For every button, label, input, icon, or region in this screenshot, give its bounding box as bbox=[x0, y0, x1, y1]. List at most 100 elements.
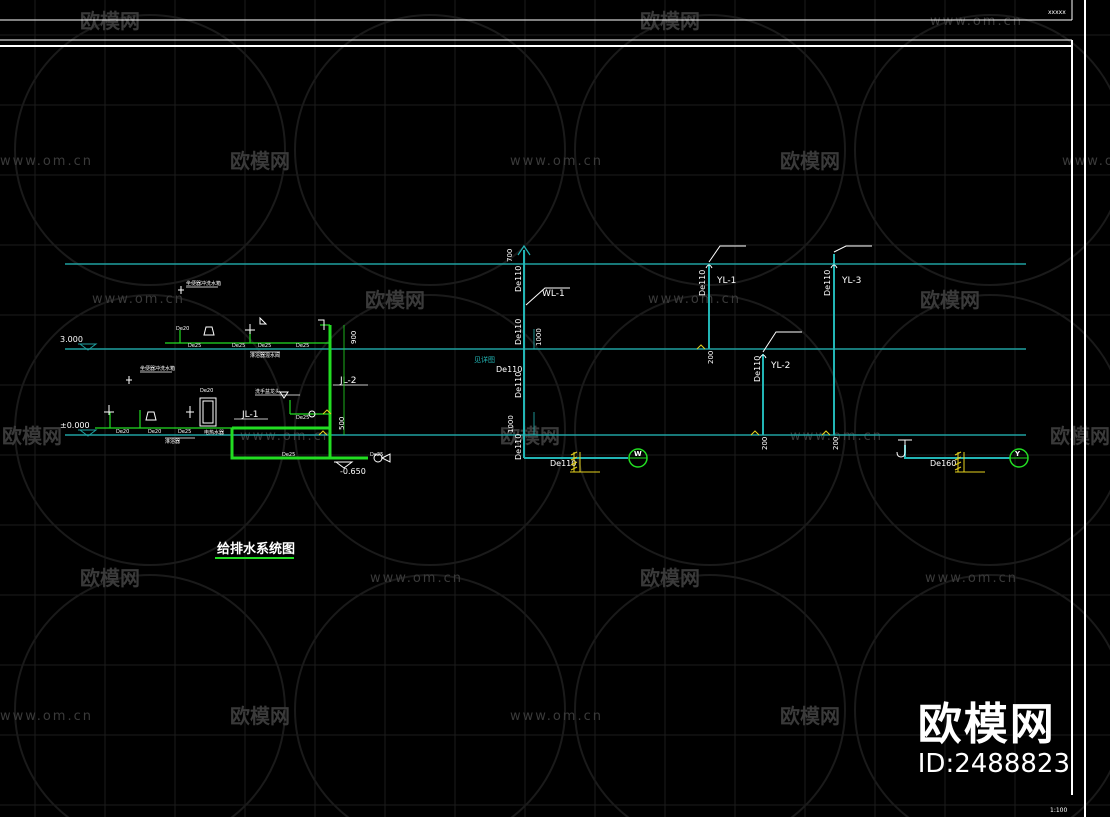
riser-hooks bbox=[525, 245, 872, 359]
riser-label-yl3: YL-3 bbox=[841, 276, 861, 286]
level-value-upper: 3.000 bbox=[60, 335, 83, 344]
riser-size-yl2: De110 bbox=[753, 356, 762, 382]
watermark-text: 欧模网 bbox=[230, 149, 290, 173]
watermark-text: 欧模网 bbox=[80, 566, 140, 590]
dim-label: 1000 bbox=[507, 415, 515, 433]
shower-icon bbox=[259, 316, 268, 325]
vent-cap-icon bbox=[517, 244, 531, 256]
outlet-w: W bbox=[628, 448, 648, 468]
watermark-url: www.om.cn bbox=[648, 292, 741, 307]
level-value-ground: ±0.000 bbox=[60, 421, 90, 430]
watermark-text: 欧模网 bbox=[230, 704, 290, 728]
outlet-w-label: W bbox=[634, 450, 642, 458]
pipe-size-label: De25 bbox=[188, 343, 201, 349]
level-mark-upper: 3.000 bbox=[60, 335, 98, 351]
drawing-title: 给排水系统图 bbox=[215, 541, 295, 559]
corner-label-bottom: 1:100 bbox=[1050, 807, 1067, 814]
valve-icon bbox=[380, 453, 391, 463]
pipe-size-label: De160 bbox=[930, 459, 956, 468]
pipe-size-label: De25 bbox=[296, 415, 309, 421]
level-lines bbox=[65, 263, 1026, 436]
watermark-text: 欧模网 bbox=[640, 9, 700, 33]
pipe-size-label: De25 bbox=[282, 452, 295, 458]
watermark-url: www.om.cn bbox=[510, 154, 603, 169]
pipe-size-label: De20 bbox=[116, 429, 129, 435]
water-heater-icon bbox=[199, 397, 217, 427]
fixture-label: 坐便器冲洗水箱 bbox=[186, 280, 221, 287]
riser-label-wl1: WL-1 bbox=[542, 289, 565, 299]
pipe-size-label: De20 bbox=[176, 326, 189, 332]
corner-label-top: xxxxx bbox=[1048, 9, 1066, 16]
pipe-size-label: De25 bbox=[370, 452, 383, 458]
supply-dimensions: 900 500 bbox=[338, 325, 358, 435]
dim-label: 1000 bbox=[535, 328, 543, 346]
riser-size-wl1: De110 bbox=[514, 266, 523, 292]
drain-riser-size-labels: De110 De110 De110 De110 bbox=[514, 266, 832, 382]
pipe-size-label: De110 bbox=[550, 459, 576, 468]
supply-fixture-labels: 坐便器冲洗水箱 坐便器冲洗水箱 淋浴器混水阀 洗手盆龙头 淋浴器 电热水器 bbox=[140, 280, 280, 445]
riser-label-jl2: JL-2 bbox=[339, 376, 356, 386]
watermark-url: www.om.cn bbox=[930, 14, 1023, 29]
watermark-texts: 欧模网 欧模网 欧模网 欧模网 欧模网 欧模网 欧模网 欧模网 欧模网 欧模网 … bbox=[2, 9, 1110, 728]
faucet-icon bbox=[245, 324, 255, 334]
supply-size-labels: De25 De25 De25 De25 De25 De20 De20 De25 … bbox=[116, 326, 383, 458]
watermark-url: www.om.cn bbox=[370, 571, 463, 586]
fixture-label: 洗手盆龙头 bbox=[255, 388, 280, 395]
floor-drain-label: 见详图 bbox=[474, 355, 495, 364]
pipe-size-label: De20 bbox=[200, 388, 213, 394]
brand-watermark: 欧模网 ID:2488823 bbox=[917, 699, 1070, 780]
supply-pipes bbox=[230, 325, 368, 460]
dim-label: 700 bbox=[506, 249, 514, 262]
faucet-icon bbox=[104, 405, 114, 415]
fixture-label: 淋浴器 bbox=[165, 438, 180, 445]
supply-branches bbox=[95, 324, 330, 429]
watermark-url: www.om.cn bbox=[0, 709, 93, 724]
dim-label: 200 bbox=[707, 351, 715, 364]
watermark-text: 欧模网 bbox=[920, 288, 980, 312]
watermark-text: 欧模网 bbox=[780, 149, 840, 173]
riser-label-yl1: YL-1 bbox=[716, 276, 736, 286]
faucet-icon bbox=[186, 406, 194, 418]
level-value-outdoor: -0.650 bbox=[340, 467, 366, 476]
watermark-text: 欧模网 bbox=[365, 288, 425, 312]
brand-name: 欧模网 bbox=[917, 699, 1056, 750]
pipe-size-label: De110 bbox=[514, 372, 523, 398]
shower-icon bbox=[126, 376, 132, 384]
drain-pipe-size-labels: De110 De110 De110 De110 De110 De160 bbox=[496, 319, 956, 468]
pipe-size-label: De25 bbox=[296, 343, 309, 349]
riser-label-jl1: JL-1 bbox=[241, 410, 258, 420]
drawing-title-text: 给排水系统图 bbox=[217, 541, 295, 557]
watermark-url: www.om.cn bbox=[92, 292, 185, 307]
watermark-text: 欧模网 bbox=[780, 704, 840, 728]
level-mark-ground: ±0.000 bbox=[60, 421, 98, 437]
drain-pipes bbox=[523, 250, 1010, 459]
riser-size-yl3: De110 bbox=[823, 270, 832, 296]
pipe-size-label: De25 bbox=[232, 343, 245, 349]
pipe-size-label: De25 bbox=[178, 429, 191, 435]
fixture-label: 电热水器 bbox=[204, 429, 224, 436]
watermark-url: www.om.cn bbox=[0, 154, 93, 169]
toilet-icon bbox=[145, 411, 157, 421]
floor-drain-icon bbox=[896, 439, 912, 458]
brand-id: ID:2488823 bbox=[917, 749, 1070, 779]
pipe-size-label: De25 bbox=[258, 343, 271, 349]
riser-label-yl2: YL-2 bbox=[770, 361, 790, 371]
toilet-icon bbox=[203, 326, 215, 336]
level-mark-outdoor: -0.650 bbox=[334, 461, 366, 476]
dim-label: 200 bbox=[761, 437, 769, 450]
outlet-y: Y bbox=[1009, 448, 1029, 468]
supply-leaders bbox=[140, 286, 300, 439]
shower-icon bbox=[178, 286, 184, 294]
watermark-text: 欧模网 bbox=[500, 424, 560, 448]
watermark-url: www.om.cn bbox=[510, 709, 603, 724]
drain-riser-labels: WL-1 YL-1 YL-2 YL-3 bbox=[542, 276, 861, 371]
drawing-frame bbox=[0, 0, 1086, 817]
ground-hatches bbox=[318, 344, 985, 473]
watermark-url: www.om.cn bbox=[240, 429, 333, 444]
dim-label: 200 bbox=[832, 437, 840, 450]
dim-label: 900 bbox=[350, 331, 358, 344]
watermark-urls: www.om.cn www.om.cn www.om.cn www.om.cn … bbox=[0, 14, 1110, 724]
pipe-size-label: De110 bbox=[496, 365, 522, 374]
watermark-text: 欧模网 bbox=[2, 424, 62, 448]
